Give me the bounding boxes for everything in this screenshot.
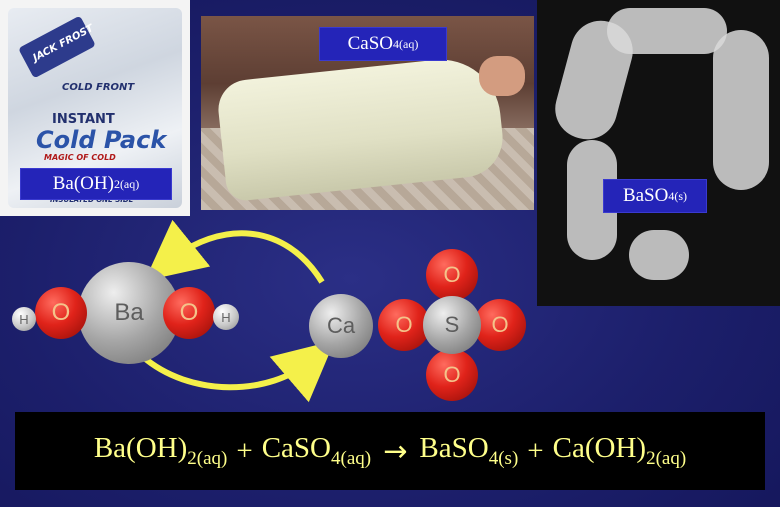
cast-label-sub: 4(aq) <box>393 36 419 51</box>
hydrogen-atom-right: H <box>213 304 239 330</box>
equation-term-4-base: Ca(OH) <box>552 432 647 464</box>
calcium-atom: Ca <box>309 294 373 358</box>
arrow-ba-to-ca <box>140 340 335 403</box>
xray-label-sub: 4(s) <box>668 188 688 203</box>
equation-term-1-base: Ba(OH) <box>93 432 188 464</box>
equation-term-1: Ba(OH)2(aq) <box>94 432 228 470</box>
cold-pack-line4: MAGIC OF COLD <box>44 153 116 162</box>
oxygen-atom-sulfate-left: O <box>378 299 430 351</box>
equation-term-2-sub: 4(aq) <box>331 448 372 469</box>
equation-term-4-sub: 2(aq) <box>646 448 687 469</box>
cast-label-base: CaSO <box>347 33 394 54</box>
cold-pack-label-base: Ba(OH) <box>52 173 114 194</box>
cold-pack-line2: INSTANT <box>52 112 115 127</box>
cold-pack-photo: JACK FROST COLD FRONT INSTANT Cold Pack … <box>0 0 190 216</box>
oxygen-atom-sulfate-right: O <box>474 299 526 351</box>
equation-term-4: Ca(OH)2(aq) <box>553 432 687 470</box>
arrow-ca-to-ba <box>144 219 325 284</box>
oxygen-atom-right: O <box>163 287 215 339</box>
equation-term-2-base: CaSO <box>261 432 332 464</box>
equation-plus-1: + <box>236 434 253 467</box>
cold-pack-label: Ba(OH)2(aq) <box>20 168 172 200</box>
equation-term-3-sub: 4(s) <box>488 448 519 469</box>
barium-atom: Ba <box>78 262 180 364</box>
equation-term-3: BaSO4(s) <box>419 432 518 470</box>
cold-pack-line5: INSULATED ONE SIDE <box>50 196 134 204</box>
equation-term-2: CaSO4(aq) <box>262 432 371 470</box>
equation-arrow: → <box>383 434 408 468</box>
equation-term-1-sub: 2(aq) <box>187 448 228 469</box>
xray-rectum <box>629 230 689 280</box>
cold-pack-line1: COLD FRONT <box>62 82 135 93</box>
oxygen-atom-bottom: O <box>426 349 478 401</box>
oxygen-atom-left: O <box>35 287 87 339</box>
cold-pack-line3: Cold Pack <box>36 126 167 154</box>
oxygen-atom-top: O <box>426 249 478 301</box>
xray-colon-right <box>713 30 769 190</box>
cold-pack-label-sub: 2(aq) <box>113 176 140 191</box>
reaction-equation: Ba(OH)2(aq) + CaSO4(aq) → BaSO4(s) + Ca(… <box>15 412 765 490</box>
hydrogen-atom-left: H <box>12 307 36 331</box>
equation-term-3-base: BaSO <box>419 432 489 464</box>
equation-plus-2: + <box>527 434 544 467</box>
sulfur-atom: S <box>423 296 481 354</box>
cast-photo <box>201 16 534 210</box>
xray-colon-top <box>607 8 727 54</box>
cast-toes <box>479 56 525 96</box>
xray-label-base: BaSO <box>622 185 669 206</box>
